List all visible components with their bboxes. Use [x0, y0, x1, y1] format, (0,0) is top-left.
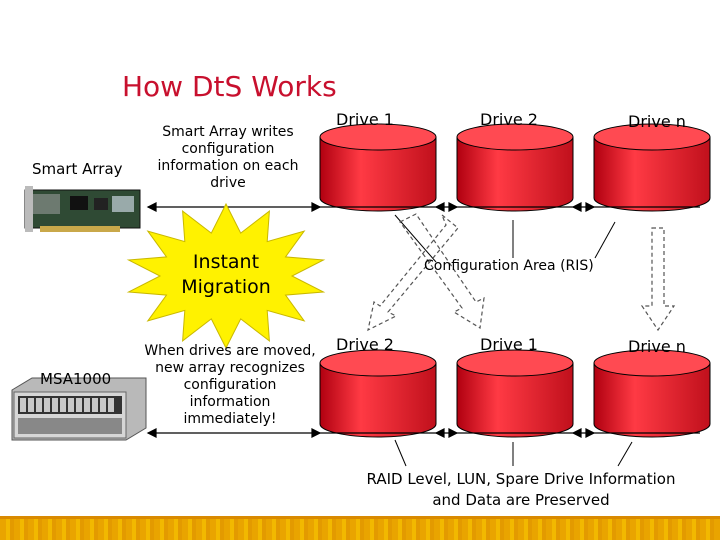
- smart-array-card-image: [24, 186, 141, 232]
- msa-note-line: new array recognizes: [155, 360, 305, 376]
- msa-note-line: When drives are moved,: [144, 343, 316, 359]
- migration-arrows: [367, 213, 676, 332]
- bottom-drive-n: [593, 349, 711, 438]
- footer-note-line: RAID Level, LUN, Spare Drive Information: [366, 470, 676, 488]
- footer-note: RAID Level, LUN, Spare Drive Information…: [346, 469, 696, 511]
- bottom-drive-2: [319, 349, 437, 438]
- smart-array-note: Smart Array writes configuration informa…: [150, 124, 306, 192]
- burst-line: Instant: [192, 251, 260, 273]
- msa-note-line: information: [189, 394, 271, 410]
- bottom-drive-1: [456, 349, 574, 438]
- top-drive-n: [593, 123, 711, 212]
- smart-array-note-line: drive: [210, 175, 246, 191]
- msa1000-label: MSA1000: [40, 370, 112, 388]
- top-drive-1-label: Drive 1: [336, 110, 394, 129]
- top-bus-line: [146, 202, 700, 212]
- smart-array-note-line: Smart Array writes: [162, 124, 294, 140]
- footer-pointers: [394, 439, 633, 467]
- top-drive-2: [456, 123, 574, 212]
- bottom-drive-2-label: Drive 2: [336, 335, 394, 354]
- bottom-bus-line: [146, 428, 700, 438]
- burst-line: Migration: [181, 276, 271, 298]
- footer-note-line: and Data are Preserved: [432, 491, 610, 509]
- msa-note: When drives are moved, new array recogni…: [140, 343, 320, 428]
- config-area-pointers: [394, 214, 616, 263]
- burst-shape: [126, 202, 326, 350]
- instant-migration-label: Instant Migration: [164, 250, 288, 300]
- smart-array-note-line: information on each: [157, 158, 299, 174]
- msa-note-line: immediately!: [183, 411, 277, 427]
- smart-array-label: Smart Array: [32, 160, 123, 178]
- bottom-drive-n-label: Drive n: [628, 337, 686, 356]
- bottom-drive-1-label: Drive 1: [480, 335, 538, 354]
- footer-bar: [0, 519, 720, 540]
- page-title: How DtS Works: [122, 70, 337, 103]
- footer-bar-edge: [0, 516, 720, 519]
- msa-note-line: configuration: [183, 377, 277, 393]
- top-drive-2-label: Drive 2: [480, 110, 538, 129]
- msa1000-enclosure-image: [11, 377, 147, 441]
- top-drive-1: [319, 123, 437, 212]
- smart-array-note-line: configuration: [181, 141, 275, 157]
- config-area-label: Configuration Area (RIS): [424, 258, 594, 274]
- top-drive-n-label: Drive n: [628, 112, 686, 131]
